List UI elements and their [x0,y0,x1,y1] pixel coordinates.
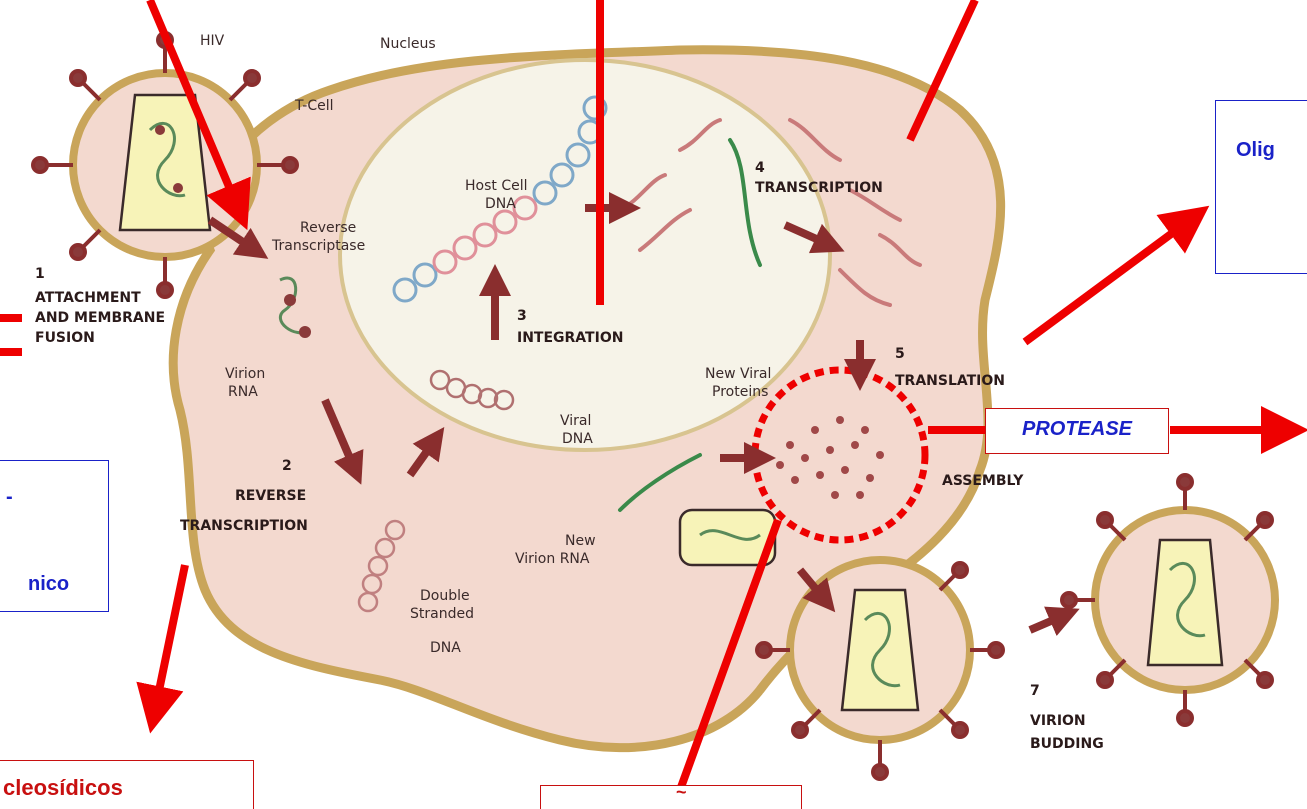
ds-dna-label-3: DNA [430,640,461,656]
host-dna-label-2: DNA [485,196,516,212]
step1-label-3: FUSION [35,330,95,346]
step4-label: TRANSCRIPTION [755,180,883,196]
left-blue-text: nico [28,573,69,596]
step3-label: INTEGRATION [517,330,623,346]
viral-dna-label-1: Viral [560,413,591,429]
tcell-label: T-Cell [294,98,334,114]
new-proteins-label-2: Proteins [712,384,768,400]
ds-dna-label-2: Stranded [410,606,474,622]
step2-label-2: TRANSCRIPTION [180,518,308,534]
oligo-box: Olig [1215,100,1307,274]
nucleus-label: Nucleus [380,36,436,52]
step5-label: TRANSLATION [895,373,1005,389]
step7-label-2: BUDDING [1030,736,1104,752]
new-rna-label-2: Virion RNA [515,551,590,567]
new-proteins-label-1: New Viral [705,366,771,382]
host-dna-label-1: Host Cell [465,178,528,194]
bottom-red-box: ~ [540,785,802,809]
hiv-label: HIV [200,33,225,49]
left-blue-box: - nico [0,460,109,612]
released-virion [1062,475,1275,725]
step7-number: 7 [1030,683,1040,699]
protease-text: PROTEASE [1022,418,1132,441]
rt-label-1: Reverse [300,220,356,236]
viral-dna-label-2: DNA [562,431,593,447]
new-rna-label-1: New [565,533,596,549]
step3-number: 3 [517,308,527,324]
oligo-text: Olig [1236,139,1275,162]
step6-label: ASSEMBLY [942,473,1024,489]
nucleosidicos-box: cleosídicos [0,760,254,809]
ds-dna-label-1: Double [420,588,470,604]
protease-box: PROTEASE [985,408,1169,454]
step2-number: 2 [282,458,292,474]
bottom-red-text: ~ [676,785,687,803]
rt-label-2: Transcriptase [271,238,365,254]
left-blue-dash: - [6,486,13,509]
step7-label-1: VIRION [1030,713,1086,729]
nucleosidicos-text: cleosídicos [3,775,123,801]
virion-rna-label-2: RNA [228,384,258,400]
virion-rna-label-1: Virion [225,366,265,382]
step1-number: 1 [35,266,45,282]
step4-number: 4 [755,160,765,176]
step1-label-2: AND MEMBRANE [35,310,165,326]
step5-number: 5 [895,346,905,362]
step2-label-1: REVERSE [235,488,306,504]
step1-label-1: ATTACHMENT [35,290,141,306]
